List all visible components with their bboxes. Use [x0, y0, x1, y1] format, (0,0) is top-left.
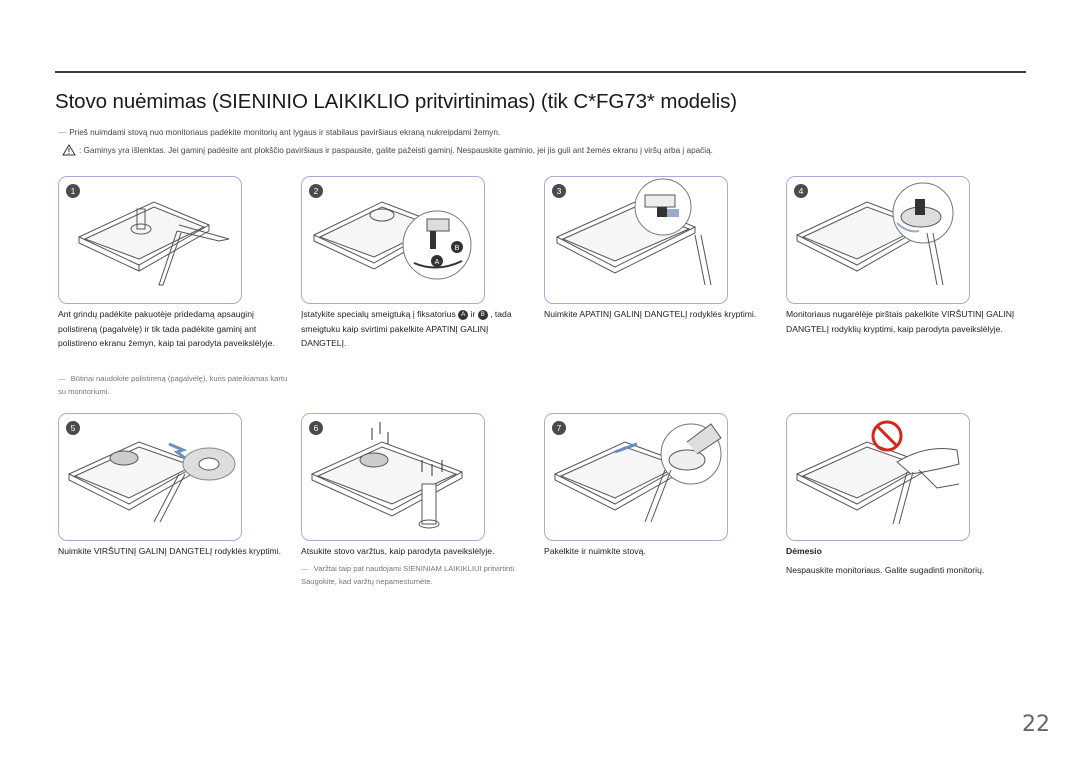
step-badge: 2	[309, 184, 323, 198]
step-4-illustration: 4	[786, 176, 970, 304]
attention-text: Nespauskite monitoriaus. Galite sugadint…	[786, 565, 985, 575]
step-2-caption: Įstatykite specialų smeigtuką į fiksator…	[301, 307, 535, 351]
step-5-caption: Nuimkite VIRŠUTINĮ GALINĮ DANGTELĮ rodyk…	[58, 546, 282, 556]
step-7-caption: Pakelkite ir nuimkite stovą.	[544, 546, 646, 556]
step-badge: 6	[309, 421, 323, 435]
step-badge: 7	[552, 421, 566, 435]
marker-b: B	[455, 245, 460, 252]
step-2-caption-conj: ir	[470, 309, 476, 319]
step-badge: 3	[552, 184, 566, 198]
step-1-note: ― Būtinai naudokite polistireną (pagalvė…	[58, 374, 288, 396]
note-face-down-text: Prieš nuimdami stovą nuo monitoriaus pad…	[69, 128, 501, 137]
step-6-caption: Atsukite stovo varžtus, kaip parodyta pa…	[301, 546, 495, 556]
step-3-caption: Nuimkite APATINĮ GALINĮ DANGTELĮ rodyklė…	[544, 309, 757, 319]
step-2-illustration: B A 2	[301, 176, 485, 304]
attention-title: Dėmesio	[786, 546, 822, 556]
marker-a: A	[435, 259, 440, 266]
step-5-illustration: 5	[58, 413, 242, 541]
page-number: 22	[1022, 712, 1050, 737]
step-badge: 5	[66, 421, 80, 435]
marker-a-badge: A	[458, 310, 469, 320]
step-6-note-text: Varžtai taip pat naudojami SIENINIAM LAI…	[301, 564, 517, 586]
step-6-illustration: 6	[301, 413, 485, 541]
step-badge: 4	[794, 184, 808, 198]
step-4-caption: Monitoriaus nugarėlėje pirštais pakelkit…	[786, 309, 1015, 334]
step-6-note: ― Varžtai taip pat naudojami SIENINIAM L…	[301, 564, 517, 586]
warning-note: : Gaminys yra išlenktas. Jei gaminį padė…	[62, 144, 713, 156]
step-1-caption: Ant grindų padėkite pakuotėje pridedamą …	[58, 309, 275, 348]
step-1-illustration: 1	[58, 176, 242, 304]
step-badge: 1	[66, 184, 80, 198]
prohibited-icon	[871, 420, 903, 452]
attention-illustration	[786, 413, 970, 541]
note-face-down: ―Prieš nuimdami stovą nuo monitoriaus pa…	[58, 128, 501, 137]
marker-b-badge: B	[477, 310, 488, 320]
step-2-caption-text-a: Įstatykite specialų smeigtuką į fiksator…	[301, 309, 456, 319]
step-7-illustration: 7	[544, 413, 728, 541]
warning-triangle-icon	[62, 144, 76, 156]
step-3-illustration: 3	[544, 176, 728, 304]
warning-note-text: : Gaminys yra išlenktas. Jei gaminį padė…	[79, 145, 713, 155]
top-rule	[55, 71, 1026, 73]
page-title: Stovo nuėmimas (SIENINIO LAIKIKLIO pritv…	[55, 90, 738, 113]
step-1-note-text: Būtinai naudokite polistireną (pagalvėlę…	[58, 374, 288, 396]
step-2-caption-text-b: , tada smeigtuku kaip svirtimi pakelkite…	[301, 309, 512, 348]
